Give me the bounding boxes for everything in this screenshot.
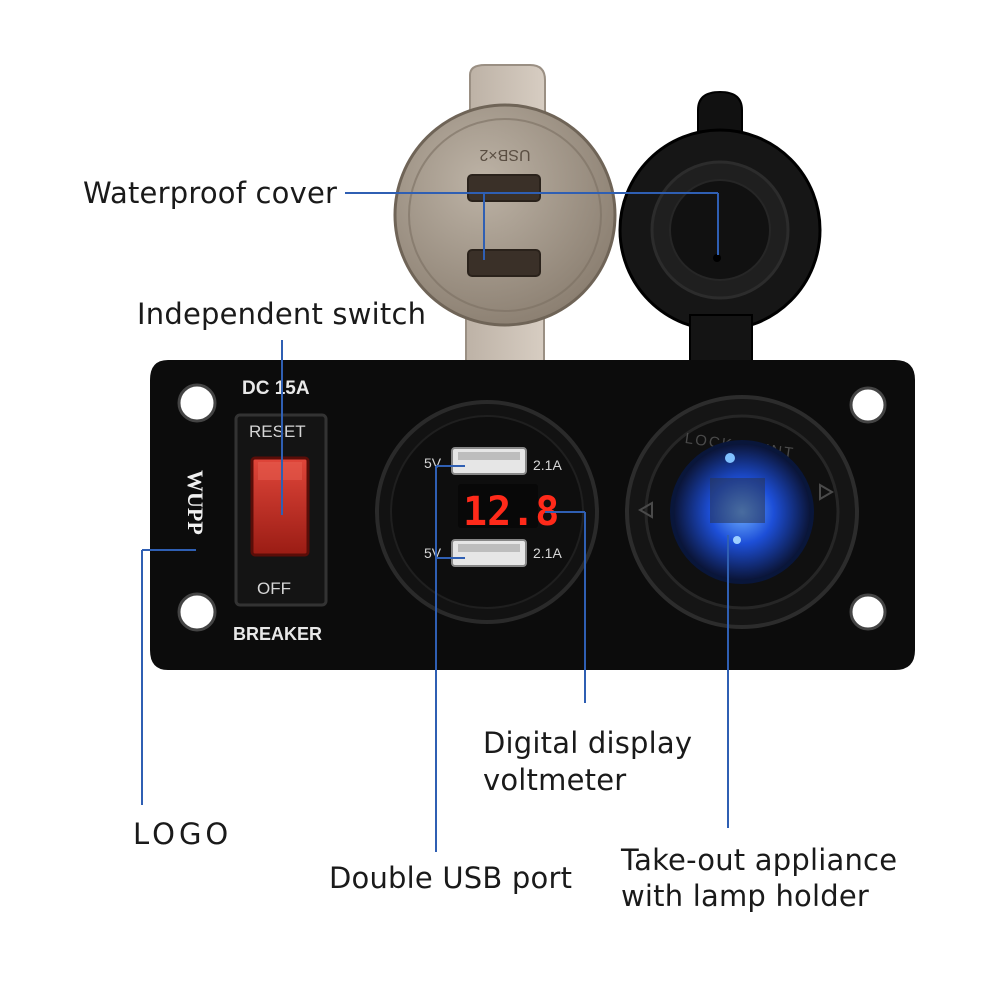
- callout-double-usb-port: Double USB port: [329, 861, 573, 895]
- brand-logo: WUPP: [183, 470, 208, 535]
- socket-waterproof-cover: [618, 90, 822, 371]
- usb-waterproof-cover: USB×2: [393, 64, 617, 396]
- usb-port-bottom[interactable]: [451, 539, 527, 567]
- callout-takeout-line2: with lamp holder: [621, 879, 870, 913]
- mount-hole-top-right: [851, 388, 885, 422]
- reset-label: RESET: [249, 422, 306, 441]
- rocker-switch[interactable]: [250, 456, 310, 557]
- callout-logo: LOGO: [133, 817, 233, 851]
- callout-lines: [141, 192, 729, 852]
- lighter-socket: LOCK POINT: [625, 395, 859, 629]
- mount-hole-top-left: [179, 385, 215, 421]
- usb-bottom-current: 2.1A: [533, 545, 562, 561]
- usb-port-top[interactable]: [451, 447, 527, 475]
- off-label: OFF: [257, 579, 291, 598]
- voltmeter-readout: 12.8: [463, 489, 559, 535]
- usb-module: 5V 2.1A 5V 2.1A 12.8: [375, 400, 599, 624]
- usb-cover-text: USB×2: [479, 146, 530, 163]
- usb-top-voltage: 5V: [424, 455, 442, 471]
- callout-independent-switch: Independent switch: [137, 297, 427, 331]
- rating-label: DC 15A: [242, 378, 310, 399]
- callout-digital-display-line2: voltmeter: [483, 763, 627, 797]
- callout-takeout-line1: Take-out appliance: [621, 843, 898, 877]
- usb-top-current: 2.1A: [533, 457, 562, 473]
- mount-hole-bottom-right: [851, 595, 885, 629]
- breaker-label: BREAKER: [233, 624, 322, 644]
- callout-digital-display-line1: Digital display: [483, 726, 693, 760]
- mount-hole-bottom-left: [179, 594, 215, 630]
- callout-waterproof-cover: Waterproof cover: [83, 176, 338, 210]
